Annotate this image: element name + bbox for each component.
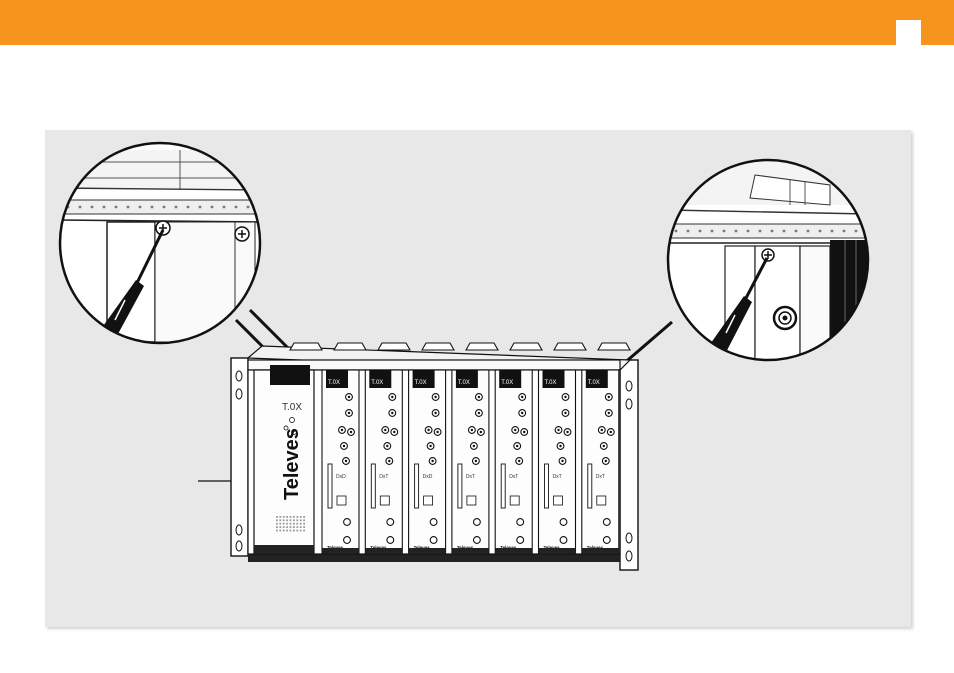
module-label: DxT xyxy=(379,474,388,480)
module-logo: T.0X xyxy=(545,380,557,386)
output-module: T.0X DxD Televes xyxy=(321,369,360,555)
module-label: DxT xyxy=(509,474,518,480)
module-brand: Televes xyxy=(370,545,387,550)
screw-icon xyxy=(761,248,775,262)
module-brand: Televes xyxy=(587,545,604,550)
output-module: T.0X DxT Televes xyxy=(494,369,533,555)
module-logo: T.0X xyxy=(588,380,600,386)
screw-icon xyxy=(155,220,171,236)
module-brand: Televes xyxy=(544,545,561,550)
module-label: DxT xyxy=(596,474,605,480)
module-logo: T.0X xyxy=(371,380,383,386)
rack-mounting-illustration: T.0X Televes T.0X DxD Televes T.0X DxT Televe… xyxy=(58,141,870,571)
module-brand: Televes xyxy=(414,545,431,550)
header-bar xyxy=(0,0,954,45)
screw-icon xyxy=(234,226,250,242)
main-control-module: T.0X Televes xyxy=(253,365,315,555)
rack-chassis: T.0X Televes T.0X DxD Televes T.0X DxT Televe… xyxy=(230,342,639,571)
zoom-detail-right xyxy=(666,158,870,362)
module-label: DxT xyxy=(553,474,562,480)
page-number-tab xyxy=(896,20,921,45)
output-module: T.0X DxT Televes xyxy=(364,369,403,555)
module-label: DxD xyxy=(336,474,346,480)
screwdriver-icon xyxy=(706,257,769,360)
illustration-panel: T.0X Televes T.0X DxD Televes T.0X DxT Televe… xyxy=(45,130,911,627)
output-module: T.0X DxT Televes xyxy=(581,369,620,555)
module-brand: Televes xyxy=(500,545,517,550)
module-logo: T.0X xyxy=(328,380,340,386)
module-label: DxT xyxy=(466,474,475,480)
coax-connector-icon xyxy=(772,305,798,331)
module-logo: T.0X xyxy=(458,380,470,386)
output-module: T.0X DxT Televes xyxy=(537,369,577,555)
module-brand: Televes xyxy=(457,545,474,550)
vent-grille xyxy=(276,516,305,532)
module-brand: Televes xyxy=(327,545,344,550)
module-logo: T.0X xyxy=(415,380,427,386)
module-logo: T.0X xyxy=(501,380,513,386)
brand-label: Televes xyxy=(281,428,303,500)
module-label: DxD xyxy=(423,474,433,480)
top-module-tabs xyxy=(289,342,631,351)
output-module: T.0X DxT Televes xyxy=(451,369,490,555)
module-slots: T.0X DxD Televes T.0X DxT Televes T.0X DxD Telev… xyxy=(321,369,620,555)
main-module-logo: T.0X xyxy=(282,402,302,413)
zoom-detail-left xyxy=(58,141,262,345)
output-module: T.0X DxD Televes xyxy=(408,369,447,555)
